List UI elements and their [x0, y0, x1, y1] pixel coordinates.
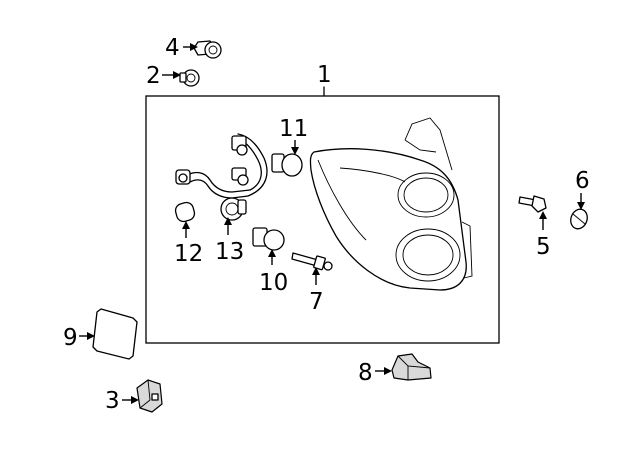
callout-7: 7 [309, 289, 324, 315]
bracket-3 [136, 379, 163, 413]
screw-7 [291, 252, 333, 271]
leader-arrows [79, 43, 585, 404]
callout-3: 3 [105, 388, 120, 414]
reflector-9 [92, 308, 138, 360]
socket-13 [220, 197, 247, 221]
bulb-10 [252, 227, 285, 251]
callout-11: 11 [279, 116, 308, 142]
callout-13: 13 [215, 239, 244, 265]
callout-5: 5 [536, 234, 551, 260]
callout-4: 4 [165, 35, 180, 61]
callout-1: 1 [317, 62, 332, 88]
grommet-2 [179, 69, 200, 87]
bracket-8 [391, 353, 432, 381]
clip-6 [570, 208, 588, 230]
bolt-5 [518, 195, 547, 213]
tail-lamp-housing [309, 117, 473, 291]
callout-8: 8 [358, 360, 373, 386]
wiring-harness [175, 133, 268, 205]
bulb-11 [271, 153, 303, 177]
nut-4 [193, 40, 222, 59]
callout-6: 6 [575, 168, 590, 194]
callout-10: 10 [259, 270, 288, 296]
callout-12: 12 [174, 241, 203, 267]
callout-9: 9 [63, 325, 78, 351]
assembly-frame [145, 95, 500, 344]
bulb-12 [174, 201, 196, 223]
callout-2: 2 [146, 63, 161, 89]
